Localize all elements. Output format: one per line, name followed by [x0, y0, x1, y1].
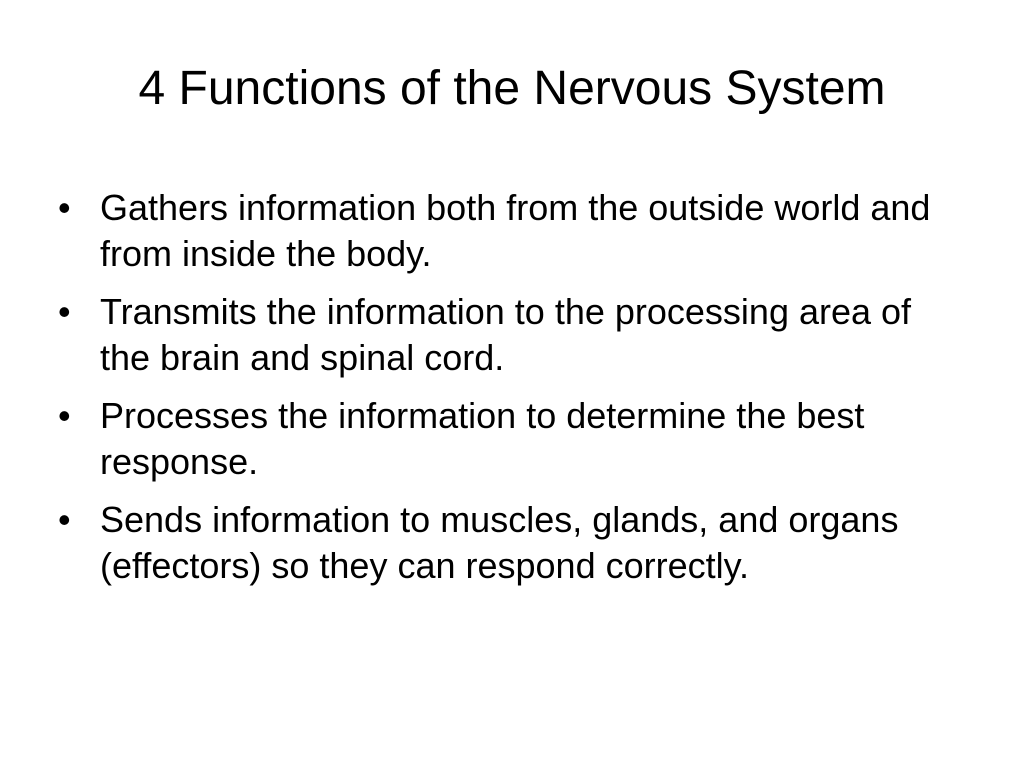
bullet-point-icon: • — [58, 395, 71, 436]
bullet-text: Processes the information to determine t… — [100, 395, 865, 482]
bullet-text: Sends information to muscles, glands, an… — [100, 499, 899, 586]
bullet-list: • Gathers information both from the outs… — [58, 185, 958, 601]
list-item: • Processes the information to determine… — [58, 393, 958, 485]
slide-title: 4 Functions of the Nervous System — [138, 62, 886, 115]
bullet-text: Transmits the information to the process… — [100, 291, 912, 378]
bullet-point-icon: • — [58, 291, 71, 332]
list-item: • Transmits the information to the proce… — [58, 289, 958, 381]
bullet-text: Gathers information both from the outsid… — [100, 187, 931, 274]
list-item: • Gathers information both from the outs… — [58, 185, 958, 277]
bullet-point-icon: • — [58, 187, 71, 228]
bullet-point-icon: • — [58, 499, 71, 540]
list-item: • Sends information to muscles, glands, … — [58, 497, 958, 589]
